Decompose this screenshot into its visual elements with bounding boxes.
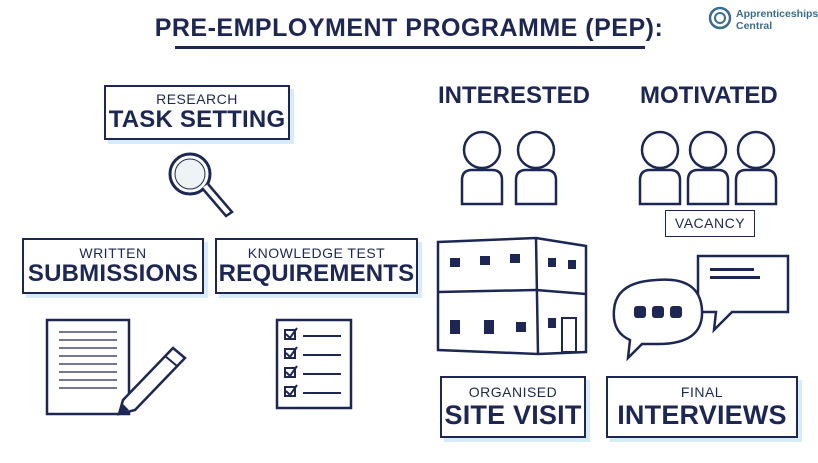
research-label: RESEARCH xyxy=(106,91,288,107)
interviews-label: INTERVIEWS xyxy=(608,400,796,430)
requirements-label: REQUIREMENTS xyxy=(217,261,416,287)
written-submissions-card: WRITTEN SUBMISSIONS xyxy=(22,238,204,294)
task-setting-label: TASK SETTING xyxy=(106,107,288,133)
organised-label: ORGANISED xyxy=(442,384,584,400)
written-label: WRITTEN xyxy=(24,245,202,261)
site-visit-label: SITE VISIT xyxy=(442,400,584,430)
building-icon xyxy=(436,232,596,357)
final-label: FINAL xyxy=(608,384,796,400)
people-icon xyxy=(458,128,568,208)
interested-heading: INTERESTED xyxy=(438,82,590,110)
brand-logo: Apprenticeships Central xyxy=(708,6,818,34)
people-icon xyxy=(636,128,786,208)
submissions-label: SUBMISSIONS xyxy=(24,261,202,287)
final-interviews-card: FINAL INTERVIEWS xyxy=(606,376,798,438)
logo-line-2: Central xyxy=(736,20,818,32)
page-title: PRE-EMPLOYMENT PROGRAMME (PEP): xyxy=(0,14,818,43)
checklist-icon xyxy=(275,318,355,413)
research-task-setting-card: RESEARCH TASK SETTING xyxy=(104,85,290,140)
speech-bubbles-icon xyxy=(610,252,800,362)
vacancy-tag: VACANCY xyxy=(665,210,755,237)
logo-icon xyxy=(708,6,732,30)
site-visit-card: ORGANISED SITE VISIT xyxy=(440,376,586,438)
motivated-heading: MOTIVATED xyxy=(640,82,778,110)
magnifier-icon xyxy=(162,150,242,220)
paper-pencil-icon xyxy=(45,318,195,418)
title-underline xyxy=(175,46,645,49)
knowledge-test-card: KNOWLEDGE TEST REQUIREMENTS xyxy=(215,238,418,294)
knowledge-test-label: KNOWLEDGE TEST xyxy=(217,245,416,261)
vacancy-label: VACANCY xyxy=(666,215,754,231)
logo-line-1: Apprenticeships xyxy=(736,8,818,20)
